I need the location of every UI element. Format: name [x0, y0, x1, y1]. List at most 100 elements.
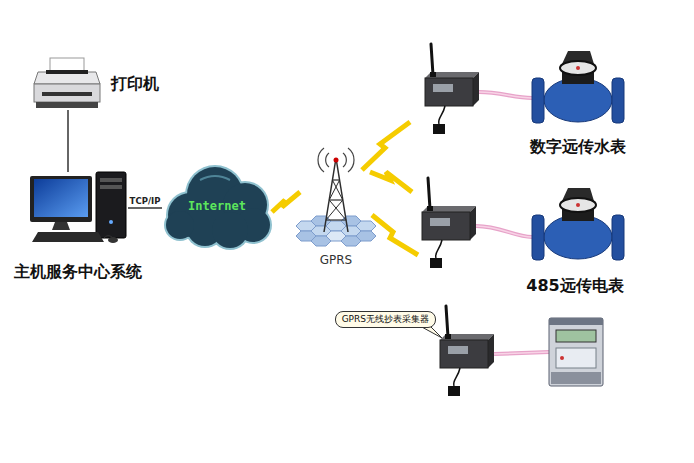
gprs-tower-icon	[329, 199, 343, 200]
electric-meter: 485远传电表	[545, 316, 605, 388]
water-meter-icon	[576, 203, 580, 207]
radio-link	[272, 192, 300, 212]
meter-cable	[479, 92, 532, 98]
printer-icon	[42, 92, 92, 96]
computer-icon	[34, 179, 88, 217]
gprs-tower-icon	[324, 158, 336, 232]
gprs-tower-icon	[326, 180, 343, 220]
host-computer-node: 主机服务中心系统	[28, 172, 128, 244]
internet-cloud-icon	[166, 211, 194, 239]
meter-cable	[494, 352, 549, 354]
electric-meter-icon	[549, 318, 603, 386]
radio-bolt	[362, 122, 410, 170]
gprs-collector-module	[425, 78, 473, 106]
meter-cable	[479, 92, 532, 98]
gprs-tower-icon	[329, 180, 346, 220]
water-meter-icon	[544, 215, 612, 259]
water-meter-icon	[560, 198, 596, 212]
gprs-collector-module	[470, 206, 476, 240]
water-meter-icon	[532, 78, 544, 123]
water-meter-icon	[544, 78, 612, 122]
node-label: 485远传电表	[526, 276, 623, 296]
internet-cloud-icon	[212, 212, 248, 248]
radio-bolt	[362, 122, 418, 255]
water-meter-icon	[612, 215, 624, 260]
computer-icon	[30, 176, 92, 222]
electric-meter-icon	[551, 372, 601, 384]
gprs-collector-module	[433, 124, 445, 134]
network-line	[128, 207, 162, 209]
internet-cloud-icon	[200, 176, 230, 180]
gprs-collector-module	[431, 44, 433, 75]
gprs-collector-module	[473, 72, 479, 106]
gprs-tower-icon	[343, 153, 346, 167]
gprs-collector-module	[488, 334, 494, 368]
gprs-tower-icon	[356, 231, 376, 241]
gprs-tower-icon	[348, 148, 354, 172]
computer-icon	[52, 222, 70, 230]
gprs-tower-icon	[356, 221, 376, 231]
label-group: 485远传电表	[526, 276, 623, 296]
gprs-collector-module	[433, 84, 453, 92]
meter-cable	[476, 92, 549, 354]
electric-meter-icon	[560, 356, 564, 360]
label-group: Internet	[188, 199, 246, 214]
computer-icon	[100, 178, 122, 182]
edge-label: TCP/IP	[128, 196, 163, 206]
gprs-tower: GPRS	[300, 150, 372, 250]
node-label: 主机服务中心系统	[14, 262, 142, 282]
gprs-collector-module	[422, 178, 476, 268]
gprs-collector-module	[425, 44, 479, 134]
gprs-collector-module	[430, 258, 442, 268]
gprs-collector-module	[439, 106, 445, 124]
gprs-collector-module	[448, 346, 468, 354]
gprs-collector-module	[454, 368, 460, 386]
callout-text: GPRS无线抄表采集器	[342, 314, 429, 325]
water-meter-icon	[576, 66, 580, 70]
label-group: 打印机	[111, 74, 159, 94]
printer-node: 打印机	[35, 58, 101, 110]
gprs-collector-module	[422, 212, 470, 240]
computer-icon	[96, 172, 126, 238]
gprs-collector-module	[430, 218, 450, 226]
internet-cloud-icon	[164, 165, 272, 250]
node-label: Internet	[188, 199, 246, 214]
gprs-tower-icon	[318, 148, 324, 172]
printer-icon	[34, 84, 100, 102]
gprs-collector-module	[446, 306, 448, 337]
computer-icon	[32, 232, 104, 242]
water-meter-icon	[532, 51, 624, 123]
collector-callout: GPRS无线抄表采集器	[335, 311, 436, 328]
gprs-tower-icon	[296, 148, 376, 246]
gprs-tower-icon	[336, 158, 348, 232]
node-label: 打印机	[111, 74, 159, 94]
electric-meter-icon	[556, 348, 596, 368]
water-meter-icon	[612, 78, 624, 123]
meter-cable	[476, 226, 532, 237]
label-group: GPRS	[320, 253, 353, 268]
computer-icon	[100, 185, 122, 189]
printer-icon	[34, 58, 100, 108]
electric-meter-icon	[549, 318, 603, 386]
gprs-collector-module	[436, 240, 442, 258]
computer-icon	[109, 220, 113, 224]
label-group: 数字远传水表	[530, 137, 626, 157]
radio-bolt	[370, 172, 412, 192]
water-meter-icon	[532, 215, 544, 260]
gprs-collector-module	[448, 386, 460, 396]
gprs-collector-module	[440, 306, 494, 396]
meter-cable	[476, 226, 532, 237]
electric-meter-icon	[549, 318, 603, 325]
water-meter-icon	[532, 188, 624, 260]
node-label: GPRS	[320, 253, 353, 268]
node-label: 数字远传水表	[530, 137, 626, 157]
label-group: 主机服务中心系统	[14, 262, 142, 282]
network-line	[67, 110, 69, 172]
radio-bolt	[372, 215, 418, 255]
gprs-collector-module	[440, 340, 488, 368]
gprs-collector-module	[428, 178, 430, 209]
gprs-tower-icon	[326, 219, 346, 220]
